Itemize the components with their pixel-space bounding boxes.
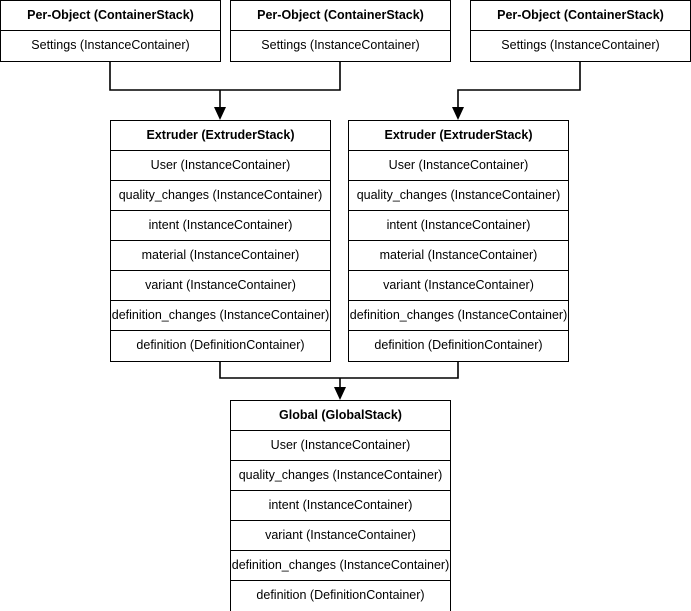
node-row: material (InstanceContainer): [349, 241, 568, 271]
node-row: User (InstanceContainer): [111, 151, 330, 181]
edge-perobject1-to-extruder1: [109, 60, 220, 91]
node-per-object-3[interactable]: Per-Object (ContainerStack) Settings (In…: [470, 0, 691, 62]
node-row: Settings (InstanceContainer): [471, 31, 690, 61]
node-row: definition_changes (InstanceContainer): [111, 301, 330, 331]
node-row: Settings (InstanceContainer): [1, 31, 220, 61]
node-header: Global (GlobalStack): [231, 401, 450, 431]
node-row: User (InstanceContainer): [349, 151, 568, 181]
node-row: intent (InstanceContainer): [111, 211, 330, 241]
node-global-stack[interactable]: Global (GlobalStack) User (InstanceConta…: [230, 400, 451, 611]
node-header: Per-Object (ContainerStack): [471, 1, 690, 31]
node-row: definition (DefinitionContainer): [349, 331, 568, 361]
node-row: quality_changes (InstanceContainer): [111, 181, 330, 211]
arrowhead-extruder2: [452, 107, 464, 120]
node-row: material (InstanceContainer): [111, 241, 330, 271]
arrowhead-global: [334, 387, 346, 400]
node-row: Settings (InstanceContainer): [231, 31, 450, 61]
node-extruder-2[interactable]: Extruder (ExtruderStack) User (InstanceC…: [348, 120, 569, 362]
edge-extruder2-to-global: [340, 360, 459, 379]
node-row: variant (InstanceContainer): [111, 271, 330, 301]
node-header: Per-Object (ContainerStack): [231, 1, 450, 31]
node-header: Extruder (ExtruderStack): [349, 121, 568, 151]
node-row: intent (InstanceContainer): [349, 211, 568, 241]
edge-perobject3-to-extruder2: [457, 60, 581, 112]
node-extruder-1[interactable]: Extruder (ExtruderStack) User (InstanceC…: [110, 120, 331, 362]
node-row: quality_changes (InstanceContainer): [231, 461, 450, 491]
edge-extruder1-to-global: [219, 360, 340, 379]
node-header: Extruder (ExtruderStack): [111, 121, 330, 151]
node-per-object-2[interactable]: Per-Object (ContainerStack) Settings (In…: [230, 0, 451, 62]
node-row: definition_changes (InstanceContainer): [231, 551, 450, 581]
node-row: definition_changes (InstanceContainer): [349, 301, 568, 331]
node-row: quality_changes (InstanceContainer): [349, 181, 568, 211]
node-header: Per-Object (ContainerStack): [1, 1, 220, 31]
edge-perobject2-to-extruder1: [220, 60, 341, 91]
node-row: variant (InstanceContainer): [231, 521, 450, 551]
node-per-object-1[interactable]: Per-Object (ContainerStack) Settings (In…: [0, 0, 221, 62]
node-row: variant (InstanceContainer): [349, 271, 568, 301]
node-row: definition (DefinitionContainer): [231, 581, 450, 611]
arrowhead-extruder1: [214, 107, 226, 120]
node-row: intent (InstanceContainer): [231, 491, 450, 521]
node-row: User (InstanceContainer): [231, 431, 450, 461]
node-row: definition (DefinitionContainer): [111, 331, 330, 361]
